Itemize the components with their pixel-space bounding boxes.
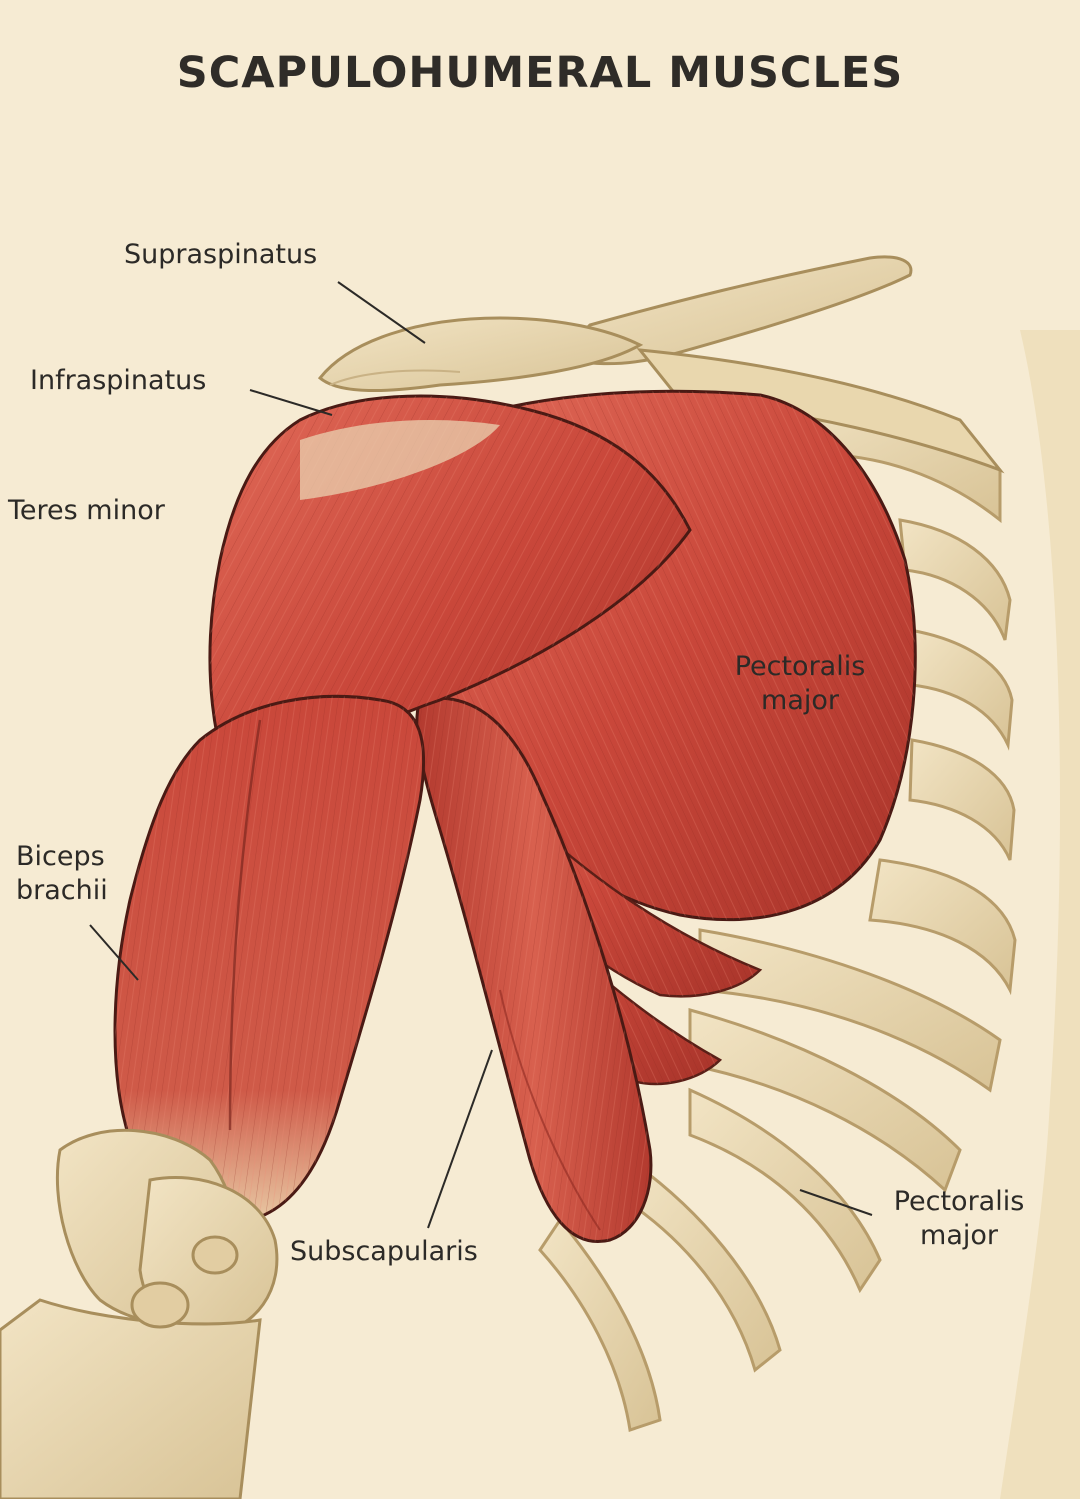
label-pectoralis-inner-line2: major (761, 685, 839, 716)
diagram-title: SCAPULOHUMERAL MUSCLES (176, 48, 904, 98)
rib-3 (908, 628, 1014, 751)
label-biceps-brachii: Biceps brachii (16, 840, 108, 908)
sternum-edge (1000, 330, 1080, 1499)
rib-6 (698, 928, 1002, 1093)
leader-infraspinatus (249, 389, 333, 416)
label-biceps-line1: Biceps (16, 841, 105, 872)
label-pectoralis-inner-line1: Pectoralis (734, 651, 866, 682)
ribcage (538, 330, 1080, 1499)
label-subscapularis: Subscapularis (290, 1236, 478, 1267)
acromion (317, 316, 644, 393)
rib-4 (908, 738, 1016, 861)
label-pectoralis-outer-line1: Pectoralis (893, 1186, 1025, 1217)
rib-8 (688, 1087, 882, 1294)
leader-lines (89, 281, 873, 1229)
label-pectoralis-major-inner: Pectoralis major (710, 650, 890, 718)
label-pectoralis-major-outer: Pectoralis major (868, 1185, 1050, 1253)
label-teres-minor: Teres minor (8, 495, 165, 526)
label-infraspinatus: Infraspinatus (30, 365, 207, 396)
label-supraspinatus: Supraspinatus (124, 239, 318, 270)
leader-pectoralis-outer (799, 1189, 873, 1216)
rib-9 (623, 1157, 782, 1373)
rib-2 (898, 518, 1012, 641)
clavicle (557, 255, 1005, 474)
leader-supraspinatus (337, 281, 426, 344)
subscapularis-muscle (415, 696, 653, 1243)
biceps-brachii-muscle (113, 694, 426, 1224)
leader-biceps (89, 924, 139, 981)
label-pectoralis-outer-line2: major (920, 1220, 998, 1251)
label-biceps-line2: brachii (16, 875, 108, 906)
rib-7 (688, 1008, 962, 1193)
elbow-bones (0, 1128, 279, 1499)
rib-10 (538, 1217, 662, 1432)
rib-5 (868, 858, 1017, 996)
leader-subscapularis (427, 1049, 493, 1229)
